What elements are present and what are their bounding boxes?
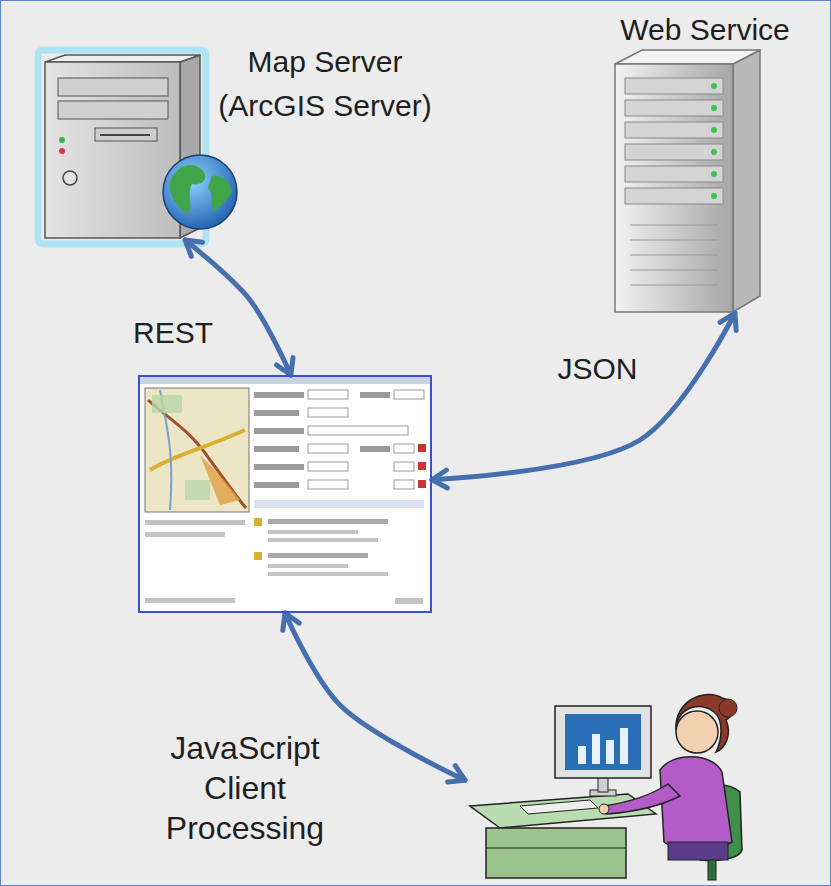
node-label: Web Service [590, 8, 820, 52]
edge-label: JSON [535, 350, 660, 388]
map-server-node: Map Server (ArcGIS Server) [30, 40, 500, 240]
bidirectional-arrow [185, 240, 291, 375]
web-service-node: Web Service [590, 8, 820, 313]
map-server-icon [38, 50, 237, 244]
web-server-icon [615, 50, 760, 312]
user-node [465, 690, 750, 882]
node-label: Map Server (ArcGIS Server) [205, 40, 445, 127]
bidirectional-arrow [432, 313, 735, 480]
edge-label: JavaScript Client Processing [150, 728, 340, 848]
edge-label: REST [108, 314, 238, 352]
user-illustration [470, 695, 742, 880]
application-screenshot [139, 376, 431, 612]
application-window [138, 375, 432, 613]
